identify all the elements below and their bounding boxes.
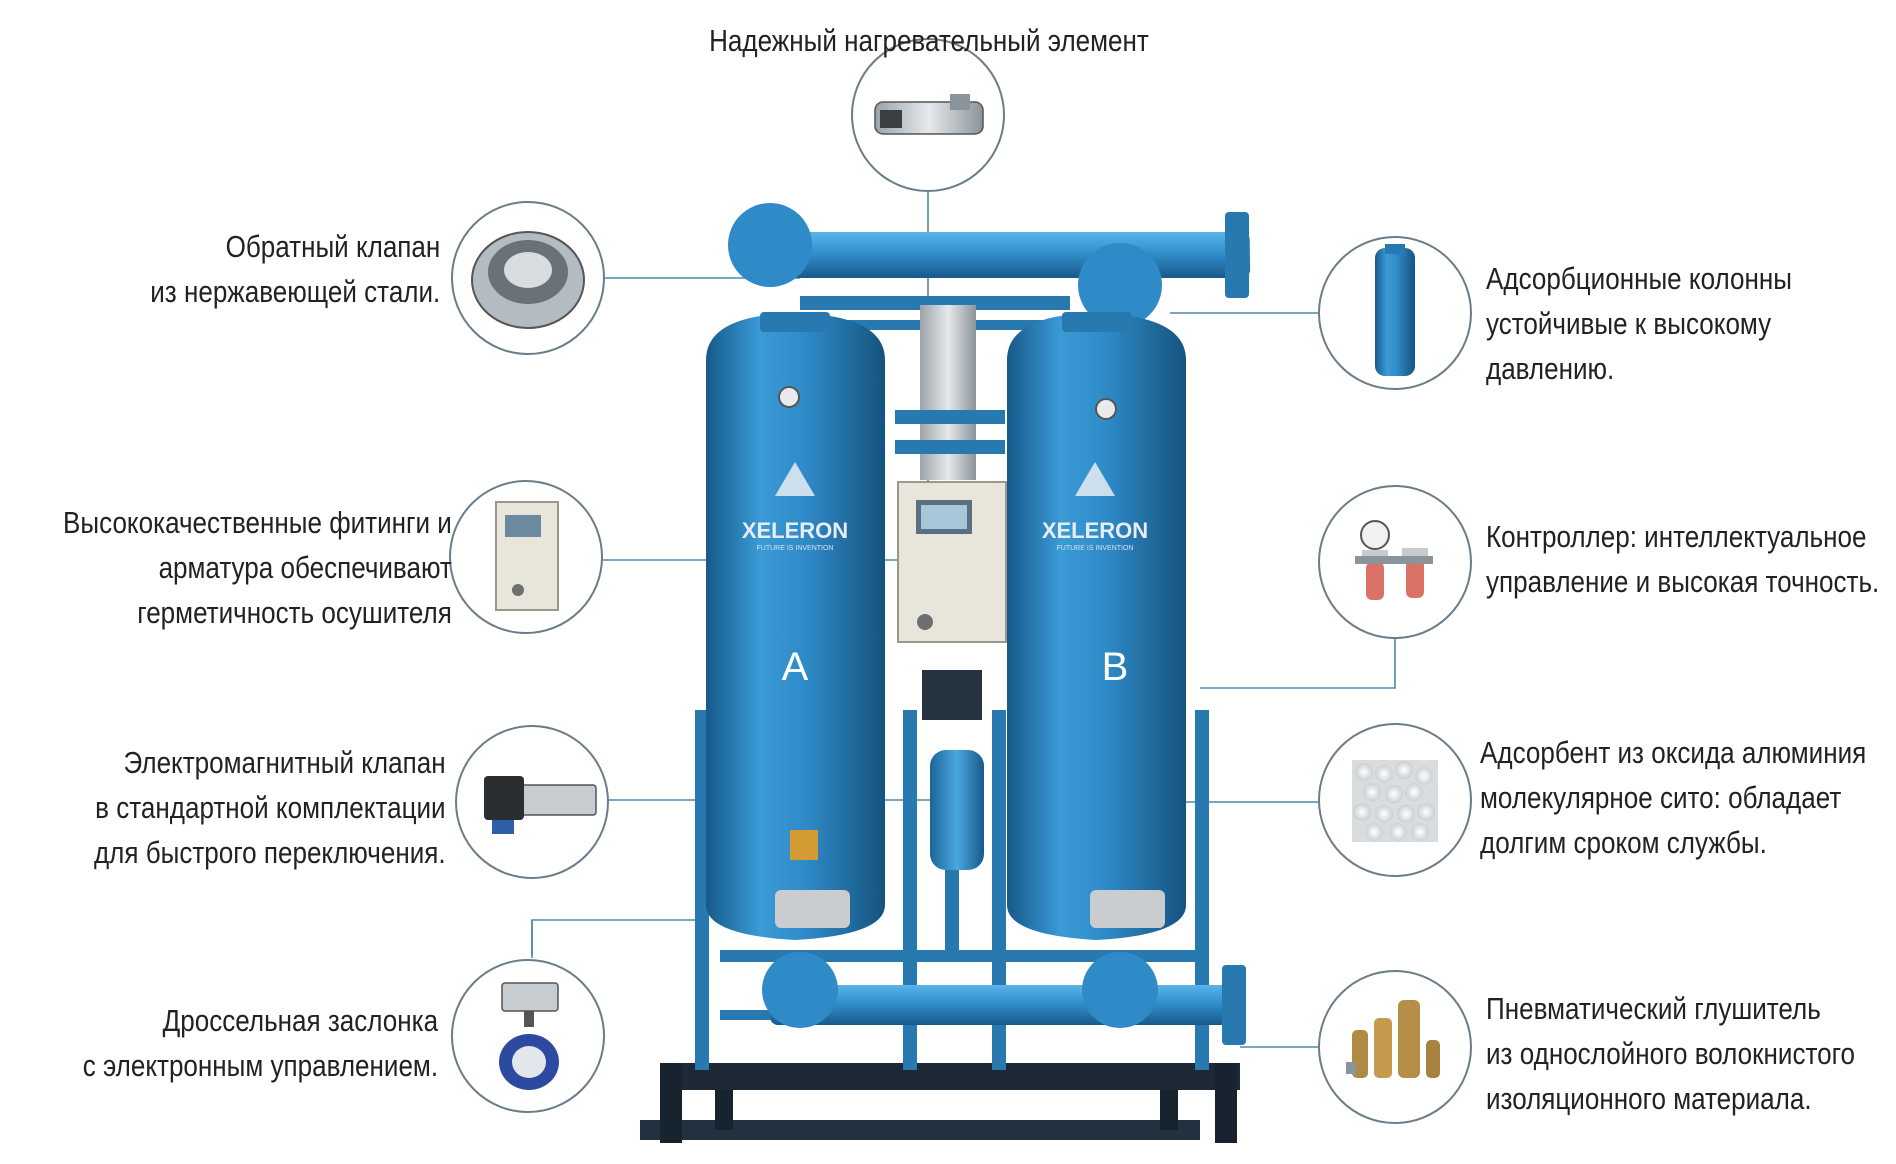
check-valve-line-1: Обратный клапан — [225, 229, 440, 264]
fittings-label: Высококачественные фитинги и арматура об… — [63, 500, 452, 635]
solenoid-valve-icon — [484, 776, 597, 834]
heating-element-label: Надежный нагревательный элемент — [653, 18, 1206, 63]
fittings-line-1: Высококачественные фитинги и — [63, 505, 452, 540]
fittings-line-3: герметичность осушителя — [137, 595, 452, 630]
tank-a: XELERON FUTURE IS INVENTION A — [706, 312, 885, 940]
check-valve-label: Обратный клапан из нержавеющей стали. — [150, 224, 440, 314]
air-dryer-machine: XELERON FUTURE IS INVENTION A XELERON FU… — [640, 203, 1250, 1143]
butterfly-valve-line-2: с электронным управлением. — [82, 1048, 438, 1083]
column-icon — [1375, 244, 1415, 376]
muffler-label: Пневматический глушитель из однослойного… — [1486, 986, 1855, 1121]
base-frame — [640, 1063, 1240, 1143]
butterfly-valve-callout-circle — [451, 959, 605, 1113]
control-box-icon — [495, 501, 559, 611]
adsorbent-line-1: Адсорбент из оксида алюминия — [1480, 735, 1867, 770]
controller-callout-circle — [1318, 485, 1472, 639]
brand-tagline-b: FUTURE IS INVENTION — [1056, 545, 1133, 552]
adsorbent-label: Адсорбент из оксида алюминия молекулярно… — [1480, 730, 1866, 865]
brand-logo-icon — [775, 462, 815, 496]
heater-column — [895, 305, 1005, 480]
control-box — [897, 481, 1007, 643]
tank-b: XELERON FUTURE IS INVENTION B — [1007, 312, 1186, 940]
fittings-callout-circle — [449, 480, 603, 634]
solenoid-valve-callout-circle — [455, 725, 609, 879]
brand-name-b: XELERON — [1042, 518, 1148, 543]
solenoid-valve-line-3: для быстрого переключения. — [94, 835, 446, 870]
butterfly-valve-line-1: Дроссельная заслонка — [162, 1003, 438, 1038]
columns-line-1: Адсорбционные колонны — [1486, 261, 1792, 296]
columns-callout-circle — [1318, 236, 1472, 390]
butterfly-valve-icon — [499, 982, 559, 1090]
solenoid-valve-line-1: Электромагнитный клапан — [123, 745, 446, 780]
tank-a-label: A — [782, 645, 809, 689]
controller-label: Контроллер: интеллектуальное управление … — [1486, 514, 1879, 604]
top-manifold — [728, 203, 1250, 330]
columns-label: Адсорбционные колонны устойчивые к высок… — [1486, 256, 1792, 391]
tank-b-label: B — [1102, 645, 1129, 689]
heating-element-icon — [874, 94, 984, 135]
filter-regulator-icon — [1355, 520, 1433, 600]
actuator-a — [775, 890, 850, 928]
columns-line-3: давлению. — [1486, 351, 1615, 386]
center-piping — [922, 670, 984, 950]
bottom-manifold — [762, 952, 1246, 1045]
controller-line-1: Контроллер: интеллектуальное — [1486, 519, 1867, 554]
adsorbent-line-3: долгим сроком службы. — [1480, 825, 1767, 860]
muffler-line-2: из однослойного волокнистого — [1486, 1036, 1856, 1071]
check-valve-icon — [471, 231, 585, 329]
heating-element-line-1: Надежный нагревательный элемент — [709, 23, 1149, 58]
nameplate — [790, 830, 818, 860]
columns-line-2: устойчивые к высокому — [1486, 306, 1772, 341]
controller-line-2: управление и высокая точность. — [1486, 564, 1880, 599]
solenoid-valve-line-2: в стандартной комплектации — [95, 790, 447, 825]
solenoid-valve-label: Электромагнитный клапан в стандартной ко… — [94, 740, 446, 875]
muffler-line-3: изоляционного материала. — [1486, 1081, 1812, 1116]
fittings-line-2: арматура обеспечивают — [158, 550, 452, 585]
heating-element-callout-circle — [851, 38, 1005, 192]
check-valve-callout-circle — [451, 201, 605, 355]
muffler-callout-circle — [1318, 970, 1472, 1124]
check-valve-line-2: из нержавеющей стали. — [149, 274, 440, 309]
muffler-line-1: Пневматический глушитель — [1486, 991, 1821, 1026]
brand-logo-icon — [1075, 462, 1115, 496]
adsorbent-line-2: молекулярное сито: обладает — [1480, 780, 1842, 815]
butterfly-valve-label: Дроссельная заслонка с электронным управ… — [83, 998, 438, 1088]
actuator-b — [1090, 890, 1165, 928]
adsorbent-beads-icon — [1352, 760, 1438, 842]
brand-tagline-a: FUTURE IS INVENTION — [756, 545, 833, 552]
adsorbent-callout-circle — [1318, 723, 1472, 877]
brand-name-a: XELERON — [742, 518, 848, 543]
muffler-icon — [1346, 1000, 1440, 1078]
